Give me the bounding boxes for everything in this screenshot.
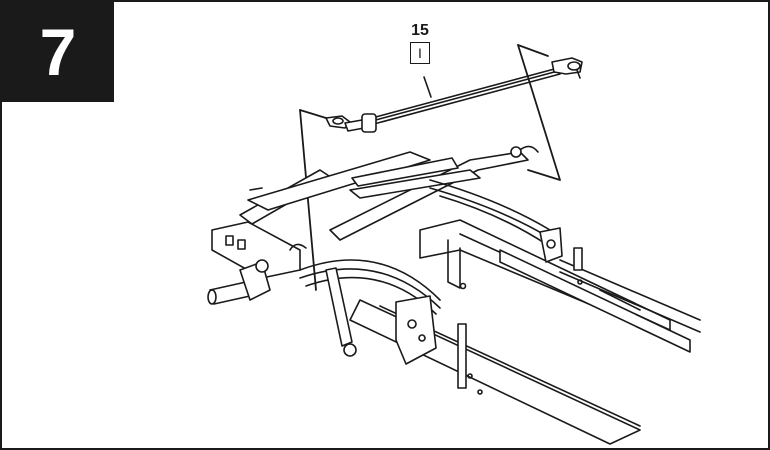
part-number: 15 (411, 22, 429, 39)
part-tag: I (410, 42, 430, 64)
callout-leader-line (423, 76, 432, 98)
part-callout: 15 I (402, 22, 438, 64)
chassis-frame-illustration (207, 145, 701, 445)
step-number: 7 (39, 15, 77, 89)
mounting-outline (299, 44, 561, 291)
step-number-badge: 7 (2, 2, 114, 102)
tie-rod-illustration (325, 57, 583, 133)
